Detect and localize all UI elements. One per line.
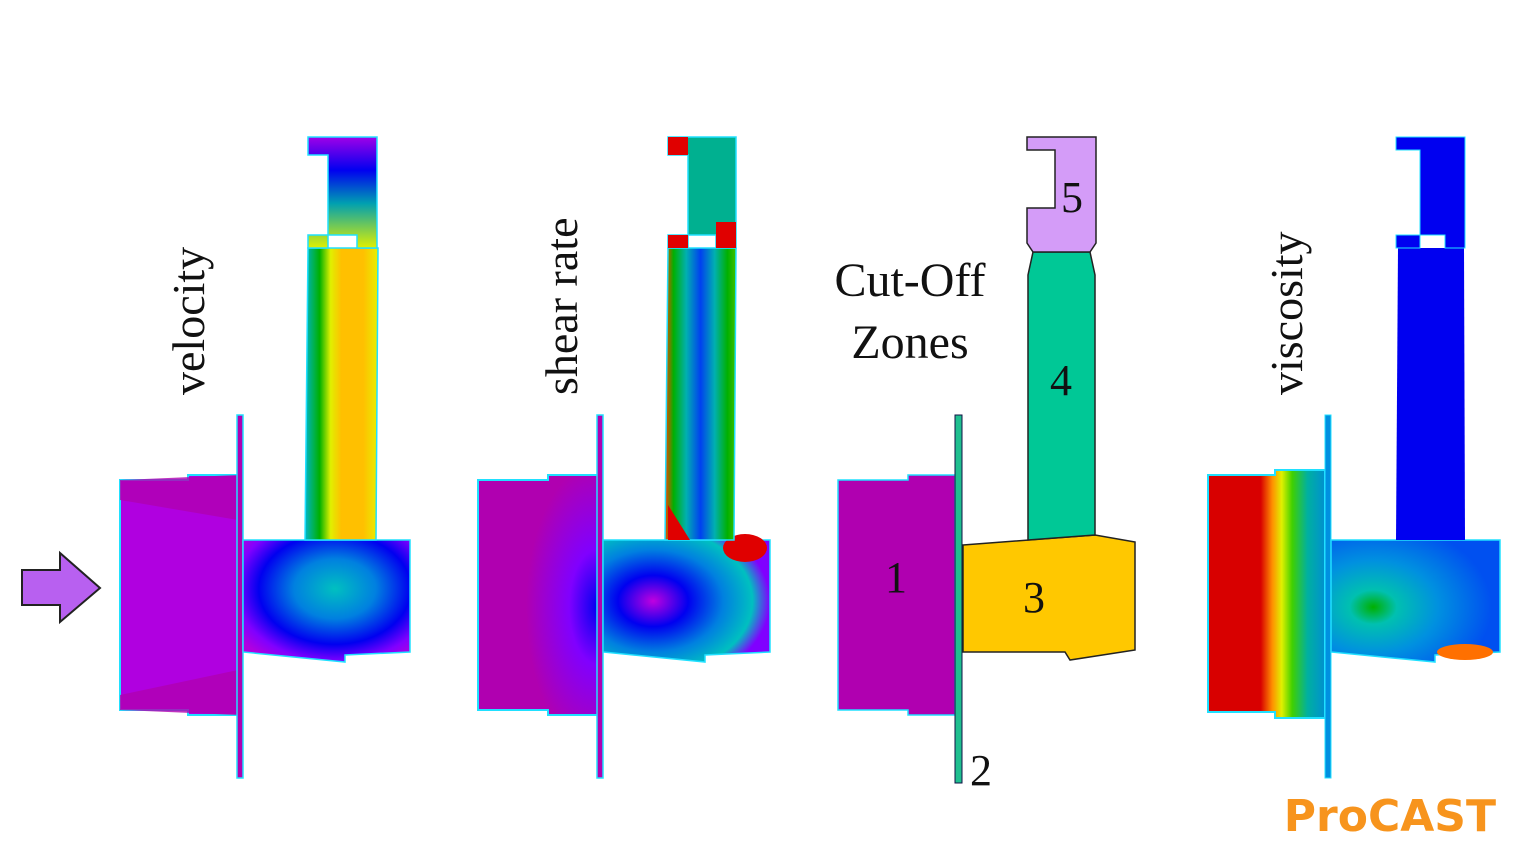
- zone-3-label: 3: [1023, 573, 1045, 622]
- procast-logo: ProCAST: [1283, 791, 1496, 842]
- zone-2-shape: [954, 414, 963, 784]
- zone-1-label: 1: [885, 553, 907, 602]
- viscosity-label: viscosity: [1261, 231, 1312, 395]
- cutoff-zones-title: Cut-Off Zones: [834, 254, 986, 369]
- zone-5-label: 5: [1061, 173, 1083, 222]
- zone-3-shape: [962, 534, 1136, 661]
- zone-5-shape: [1026, 136, 1097, 253]
- zone-2-label: 2: [970, 746, 992, 795]
- zone-4-label: 4: [1050, 356, 1072, 405]
